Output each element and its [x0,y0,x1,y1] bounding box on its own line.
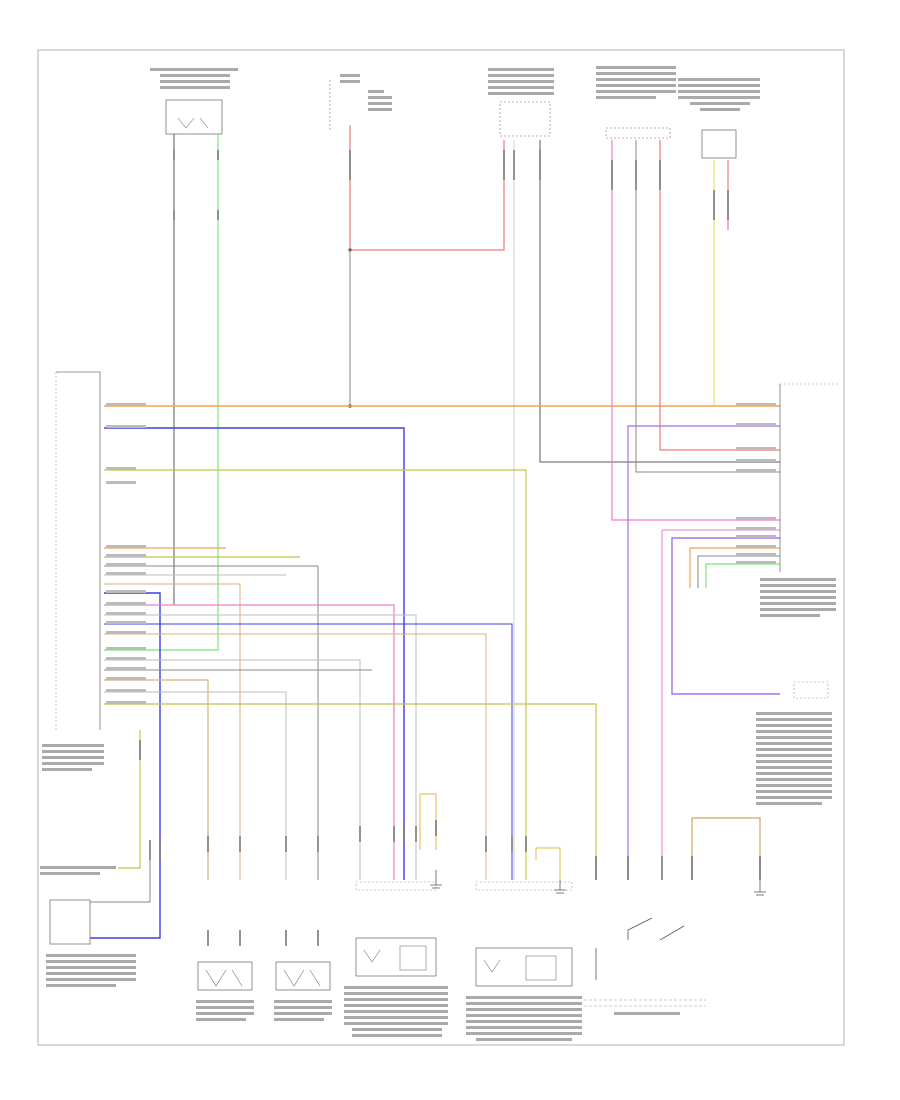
wire-tan-left [104,583,241,880]
ground-symbol-3 [754,880,766,896]
diagram-frame [37,49,845,1046]
top-right-motor [678,78,760,159]
bottom-module-4 [466,881,582,1041]
connector-ticks [139,150,761,946]
wire-olive2-left [104,703,597,880]
wire-pink-lower [661,529,780,880]
wire-gray-left4 [104,659,361,880]
wire-gray-left1 [104,565,319,880]
wire-gray-lower [697,555,780,588]
fuse-top [329,74,392,130]
wire-yellow-loop [419,793,437,850]
wire-red-fuse [349,125,505,251]
wire-pink-left [104,604,395,880]
wire-black-sensor [104,134,175,606]
wire-olive-bottom-left [118,730,141,869]
wire-gray-right [635,140,780,473]
wire-yellow-loop2 [535,847,561,880]
bottom-sensor-2 [274,961,332,1021]
wire-tan3-left [104,679,209,880]
top-center-module [488,68,554,137]
wire-violet-lower [671,537,780,695]
bottom-module-3 [344,881,448,1037]
right-pin-labels [736,403,776,564]
left-control-module [42,371,104,771]
wire-violet-right [627,425,780,880]
top-left-sensor [150,68,238,135]
bottom-sensor-1 [196,961,254,1021]
wire-gray-mid [104,469,527,880]
wire-pink-right [611,140,780,521]
wire-gray-left3 [104,614,417,880]
ground-symbol-1 [430,870,442,889]
wire-gray-left6 [104,691,287,880]
right-control-module [760,383,840,617]
bottom-left-sensor [40,866,136,987]
ground-symbol-2 [554,880,566,894]
wire-center-black [539,140,780,463]
right-text-block [756,712,832,805]
right-connector-box [793,681,829,699]
wire-blue2-left [104,623,513,880]
wire-blue-main [104,427,405,880]
bottom-switch [584,917,706,1015]
wire-tan-bottom-right [691,817,761,880]
left-pin-labels [106,403,146,704]
wire-tan2-left [104,633,487,880]
wire-gray-bottom-left [90,840,151,903]
top-right-module [596,66,676,139]
